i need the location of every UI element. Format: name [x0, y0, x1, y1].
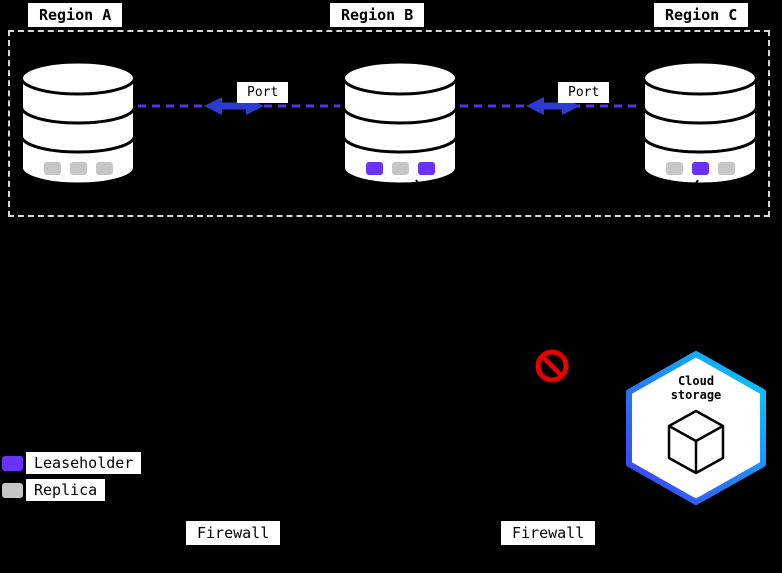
replica-row-c — [640, 162, 760, 175]
cube-icon — [667, 409, 725, 475]
callout-tick — [415, 179, 429, 199]
port-label-1: Port — [237, 82, 289, 103]
leaseholder-chip — [365, 162, 383, 175]
firewall-label-1: Firewall — [186, 521, 281, 545]
leaseholder-swatch — [2, 456, 23, 471]
database-cylinder-icon — [342, 60, 458, 199]
replica-chip — [95, 162, 113, 175]
hexagon-shape — [626, 351, 766, 505]
port-label-2: Port — [558, 82, 610, 103]
callout-tick — [659, 179, 671, 197]
replica-row-a — [18, 162, 138, 175]
arrowhead-left — [204, 97, 222, 115]
region-a-label: Region A — [28, 3, 123, 27]
regions-group-border — [8, 30, 770, 217]
region-c-label: Region C — [654, 3, 749, 27]
database-cylinder-icon — [642, 60, 758, 197]
cloud-storage-hexagon — [626, 351, 766, 505]
leaseholder-chip — [417, 162, 435, 175]
legend-leaseholder-label: Leaseholder — [26, 452, 142, 474]
no-entry-icon — [535, 349, 569, 383]
replica-chip — [69, 162, 87, 175]
database-region-b — [340, 58, 460, 199]
database-region-a — [18, 58, 138, 190]
legend-replica-label: Replica — [26, 479, 106, 501]
leaseholder-chip — [691, 162, 709, 175]
replica-chip — [43, 162, 61, 175]
replica-chip — [717, 162, 735, 175]
replication-link-b-c — [460, 97, 640, 115]
database-cylinder-icon — [20, 60, 136, 186]
callout-tick — [687, 179, 699, 197]
arrowhead-left — [526, 97, 544, 115]
region-b-label: Region B — [330, 3, 425, 27]
firewall-label-2: Firewall — [501, 521, 596, 545]
replica-row-b — [340, 162, 460, 175]
replica-swatch — [2, 483, 23, 498]
replica-chip — [665, 162, 683, 175]
database-region-c — [640, 58, 760, 197]
cloud-storage-label: Cloud storage — [670, 374, 722, 402]
replica-chip — [391, 162, 409, 175]
cloud-storage: Cloud storage — [622, 349, 770, 507]
